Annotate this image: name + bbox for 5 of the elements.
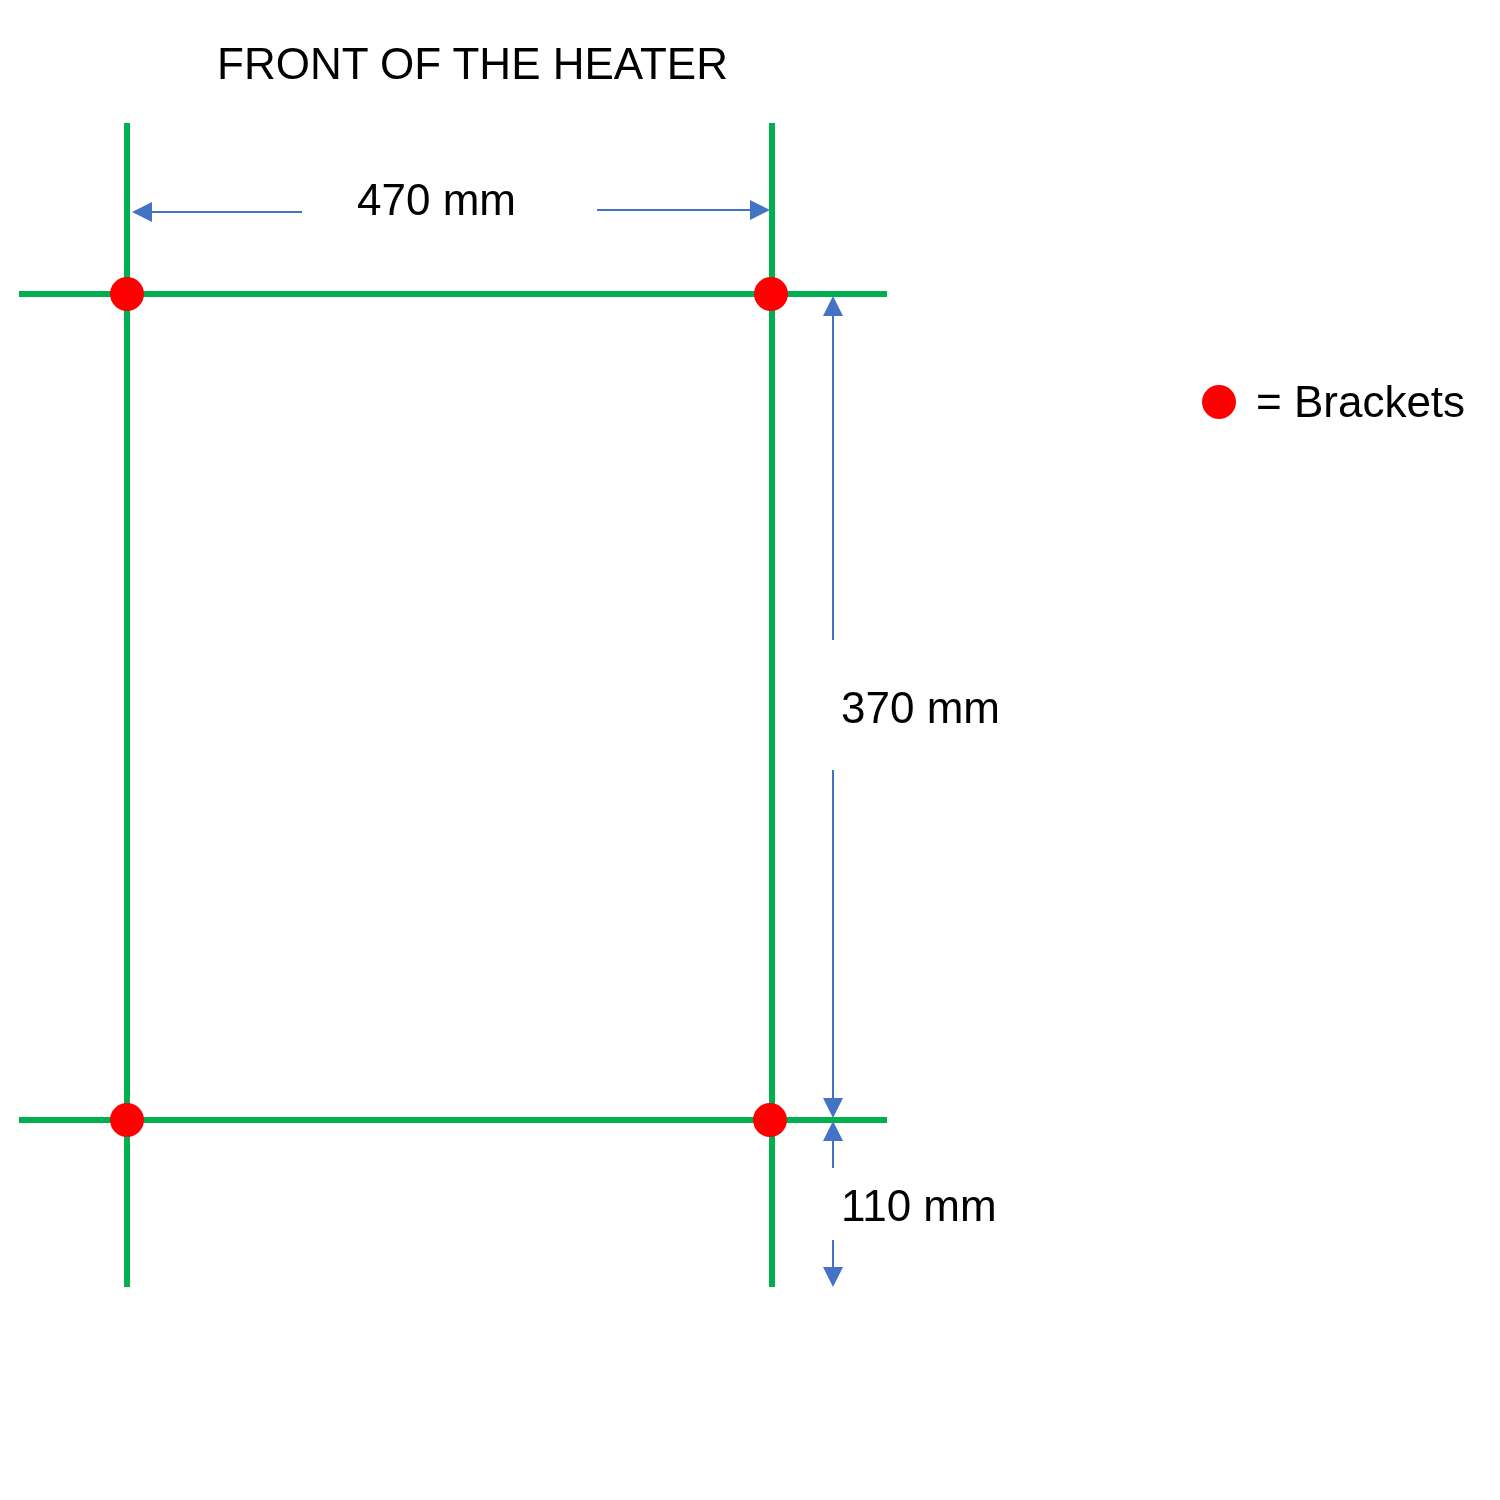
dimension-label: 110 mm (841, 1180, 997, 1232)
dimension-label: 470 mm (357, 174, 516, 226)
legend-label: = Brackets (1256, 376, 1466, 428)
dimension-label: 370 mm (841, 682, 1000, 734)
diagram-title: FRONT OF THE HEATER (217, 38, 728, 90)
